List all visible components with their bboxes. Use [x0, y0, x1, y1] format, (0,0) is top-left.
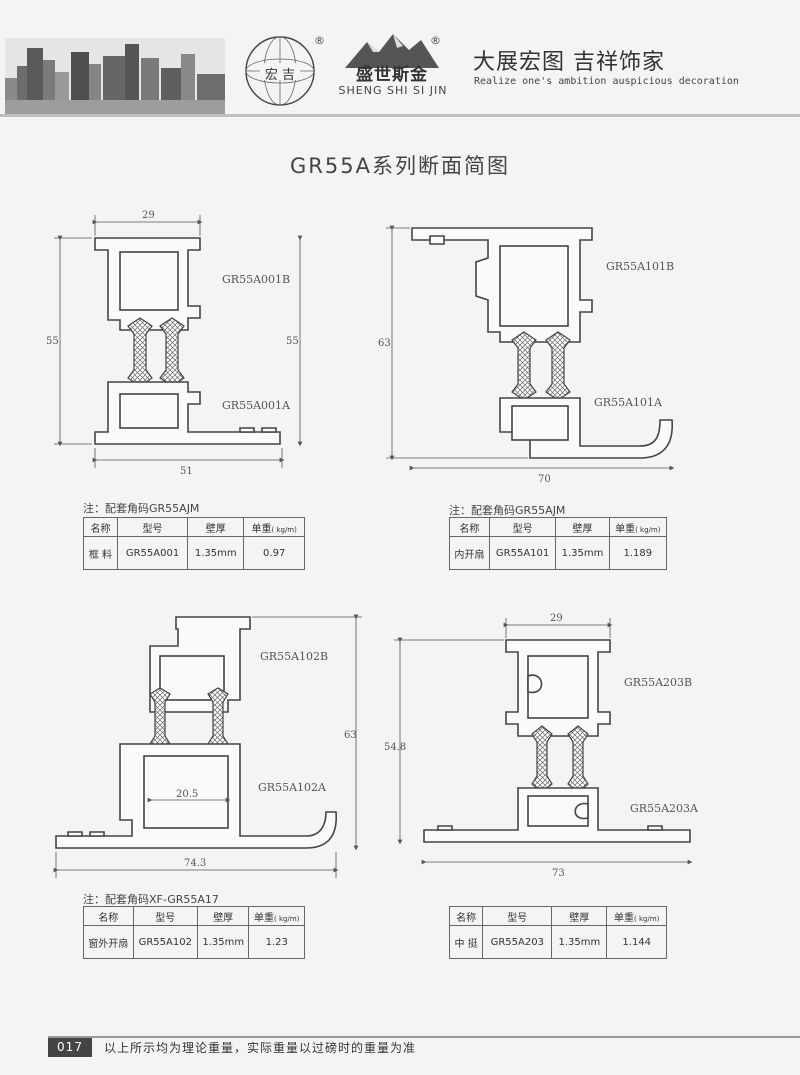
cell-weight: 1.144 [606, 925, 667, 959]
th-model: 型号 [132, 906, 198, 926]
thermal-strip-7 [531, 725, 553, 793]
profile-lower-chamber-2 [511, 405, 569, 441]
th-model: 型号 [488, 517, 557, 537]
cell-thickness: 1.35mm [551, 925, 608, 959]
dim-d1-left: 55 [46, 336, 59, 347]
label-gr55a102a: GR55A102A [258, 781, 327, 794]
cell-model: GR55A102 [132, 925, 198, 959]
label-gr55a001b: GR55A001B [222, 273, 290, 286]
cell-thickness: 1.35mm [187, 536, 245, 570]
dim-d1-bottom: 51 [180, 466, 193, 477]
th-thickness: 壁厚 [551, 906, 608, 926]
profile-gr55a203 [394, 618, 693, 865]
registered-mark-2: ® [430, 34, 441, 47]
cell-thickness: 1.35mm [196, 925, 250, 959]
dim-d1-top: 29 [142, 210, 155, 221]
th-thickness: 壁厚 [196, 906, 250, 926]
cell-name: 中 挺 [448, 925, 484, 959]
th-thickness: 壁厚 [187, 517, 245, 537]
th-name: 名称 [83, 906, 134, 926]
th-name: 名称 [83, 517, 118, 537]
spec-table-2: 名称 型号 壁厚 单重( kg/m) 内开扇 GR55A101 1.35mm 1… [449, 517, 668, 570]
cell-name: 框 料 [83, 536, 118, 570]
label-gr55a101a: GR55A101A [594, 396, 663, 409]
spec-table-3: 名称 型号 壁厚 单重( kg/m) 窗外开扇 GR55A102 1.35mm … [83, 906, 305, 959]
cell-model: GR55A001 [116, 536, 189, 570]
header-divider [0, 114, 800, 117]
slogan-chinese: 大展宏图 吉祥饰家 [473, 50, 665, 75]
profile-upper-chamber [119, 251, 179, 311]
dim-d4-bottom: 73 [552, 868, 565, 879]
footer-disclaimer: 以上所示均为理论重量，实际重量以过磅时的重量为准 [104, 1041, 417, 1055]
note-table-2: 注：配套角码GR55AJM [449, 504, 566, 517]
thermal-strip-2 [159, 317, 185, 387]
thermal-strip-1 [127, 317, 153, 387]
spec-table-4: 名称 型号 壁厚 单重( kg/m) 中 挺 GR55A203 1.35mm 1… [448, 906, 667, 959]
label-gr55a001a: GR55A001A [222, 399, 291, 412]
profile-gr55a101 [386, 225, 675, 471]
cell-name: 内开扇 [449, 536, 490, 570]
th-weight: 单重( kg/m) [243, 517, 305, 537]
label-gr55a102b: GR55A102B [260, 650, 328, 663]
th-weight: 单重( kg/m) [248, 906, 305, 926]
globe-logo-icon [245, 36, 315, 106]
th-thickness: 壁厚 [555, 517, 610, 537]
label-gr55a203a: GR55A203A [630, 802, 699, 815]
thermal-strip-3 [511, 331, 537, 401]
logo-text: 宏 吉 [264, 68, 296, 83]
thermal-strip-4 [545, 331, 571, 401]
page-title: GR55A系列断面简图 [290, 154, 510, 178]
cell-weight: 0.97 [243, 536, 305, 570]
dim-d4-top: 29 [550, 613, 563, 624]
th-name: 名称 [449, 517, 490, 537]
profile-lower-chamber [119, 393, 179, 429]
profile-lower-chamber-3 [143, 755, 229, 829]
dim-d1-right: 55 [286, 336, 299, 347]
registered-mark: ® [314, 34, 325, 47]
cell-weight: 1.23 [248, 925, 305, 959]
th-model: 型号 [482, 906, 553, 926]
city-skyline-image [5, 38, 225, 116]
page-header: 宏 吉 ® 盛世斯金 SHENG SHI SI JIN ® 大展宏图 吉祥饰家 … [0, 0, 800, 118]
footer-divider [48, 1036, 800, 1038]
profile-upper-chamber-3 [159, 655, 225, 701]
note-table-3: 注：配套角码XF-GR55A17 [83, 893, 219, 906]
cell-thickness: 1.35mm [555, 536, 610, 570]
dim-d3-bottom: 74.3 [184, 858, 206, 869]
cell-weight: 1.189 [608, 536, 668, 570]
cell-model: GR55A203 [482, 925, 553, 959]
dim-d2-left: 63 [378, 338, 391, 349]
label-gr55a101b: GR55A101B [606, 260, 674, 273]
th-model: 型号 [116, 517, 189, 537]
mountain-logo-icon [345, 34, 439, 68]
dim-d3-inner: 20.5 [176, 789, 198, 800]
cell-model: GR55A101 [488, 536, 557, 570]
th-weight: 单重( kg/m) [606, 906, 667, 926]
spec-table-1: 名称 型号 壁厚 单重( kg/m) 框 料 GR55A001 1.35mm 0… [83, 517, 305, 570]
dim-d2-bottom: 70 [538, 474, 551, 485]
cell-name: 窗外开扇 [83, 925, 134, 959]
brand-name: 盛世斯金 [356, 65, 428, 85]
thermal-strip-6 [207, 687, 229, 751]
th-weight: 单重( kg/m) [608, 517, 668, 537]
th-name: 名称 [448, 906, 484, 926]
thermal-strip-5 [149, 687, 171, 751]
page-number: 017 [48, 1038, 92, 1057]
note-table-1: 注：配套角码GR55AJM [83, 502, 200, 515]
profile-gr55a001 [54, 215, 303, 468]
dim-d3-right: 63 [344, 730, 357, 741]
profile-gr55a102 [53, 614, 362, 878]
dim-d4-left: 54.8 [384, 742, 406, 753]
profile-upper-chamber-2 [499, 245, 569, 327]
label-gr55a203b: GR55A203B [624, 676, 692, 689]
slogan-english: Realize one's ambition auspicious decora… [474, 76, 739, 87]
brand-pinyin: SHENG SHI SI JIN [338, 84, 448, 97]
thermal-strip-8 [567, 725, 589, 793]
